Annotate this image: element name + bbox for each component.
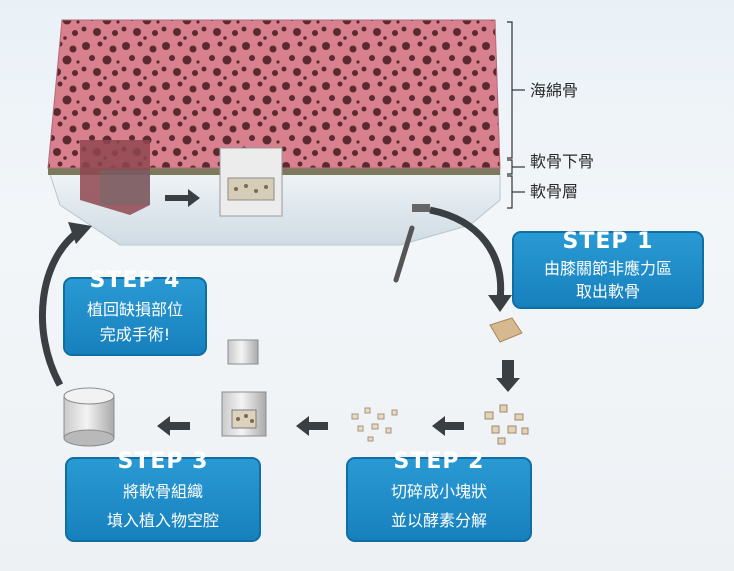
step-1-title: STEP 1 — [563, 229, 654, 254]
step-2-line-2: 並以酵素分解 — [391, 511, 487, 530]
cancellous-bone — [47, 19, 501, 169]
label-subchondral: 軟骨下骨 — [530, 152, 594, 171]
curved-arrow-right-icon — [429, 206, 505, 301]
layer-brackets — [507, 21, 525, 209]
step-2-line-1: 切碎成小塊狀 — [391, 482, 487, 501]
step-1-line-2: 取出軟骨 — [576, 282, 640, 301]
step-2-title: STEP 2 — [394, 449, 485, 474]
arrow-left-icon — [157, 416, 190, 436]
step-2-box: STEP 2 切碎成小塊狀 並以酵素分解 — [346, 449, 532, 542]
arrowhead-icon — [68, 222, 92, 244]
curved-arrow-up-icon — [39, 229, 81, 387]
fragments-middle — [351, 407, 398, 442]
step-4-line-1: 植回缺損部位 — [87, 300, 183, 319]
arrow-left-icon — [296, 416, 328, 436]
finished-implant — [63, 387, 115, 447]
implant-cavity — [221, 339, 267, 437]
arrow-down-icon — [496, 360, 520, 392]
step-1-line-1: 由膝關節非應力區 — [544, 259, 672, 278]
cartilage-chip — [489, 317, 523, 343]
label-cartilage: 軟骨層 — [530, 182, 578, 201]
step-3-line-1: 將軟骨組織 — [123, 482, 203, 501]
step-3-box: STEP 3 將軟骨組織 填入植入物空腔 — [65, 449, 261, 542]
step-4-title: STEP 4 — [90, 268, 181, 293]
step-3-title: STEP 3 — [118, 449, 209, 474]
step-4-line-2: 完成手術! — [100, 325, 170, 344]
arrow-right-icon — [165, 189, 200, 207]
arrowhead-icon — [488, 295, 512, 312]
defect-site — [80, 140, 150, 215]
label-cancellous: 海綿骨 — [530, 81, 578, 100]
step-1-box: STEP 1 由膝關節非應力區 取出軟骨 — [512, 229, 704, 309]
implant-in-bone — [219, 147, 283, 217]
fragments-right — [484, 404, 529, 445]
harvest-tool — [393, 204, 430, 283]
step-4-box: STEP 4 植回缺損部位 完成手術! — [63, 268, 207, 356]
arrow-left-icon — [432, 416, 464, 436]
step-3-line-2: 填入植入物空腔 — [107, 511, 219, 530]
